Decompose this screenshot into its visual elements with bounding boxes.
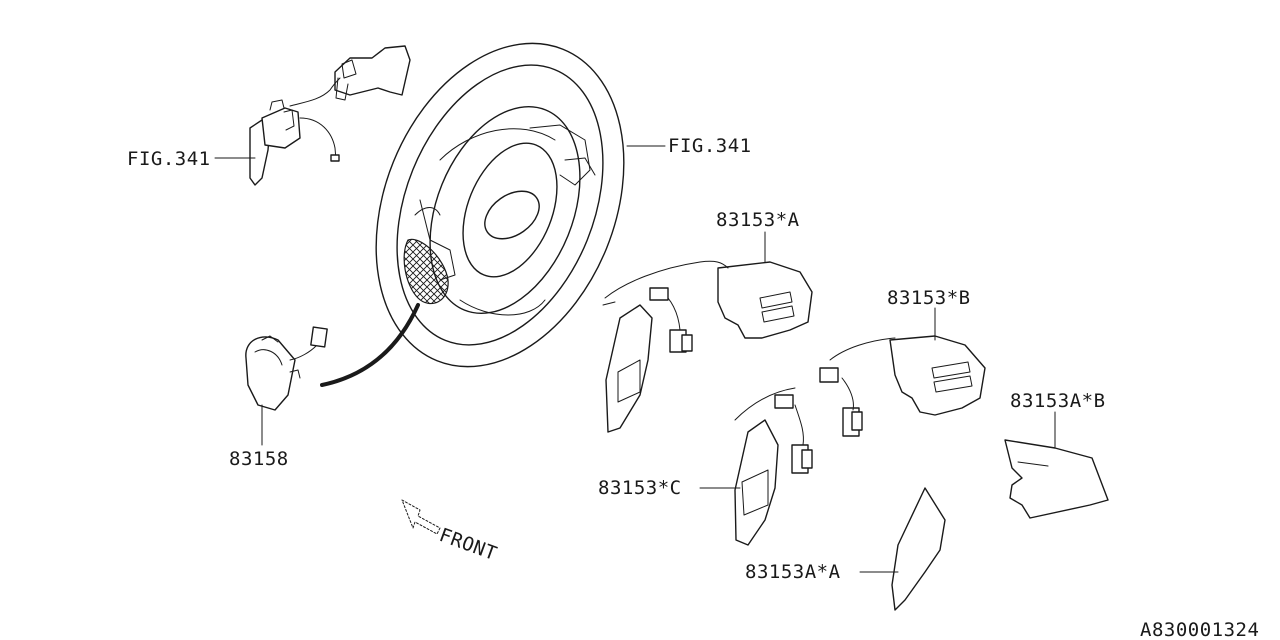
label-fig341-right: FIG.341 — [668, 135, 752, 157]
label-83153A-A: 83153A*A — [745, 561, 841, 583]
label-83153-C: 83153*C — [598, 477, 682, 499]
label-83153-B: 83153*B — [887, 287, 971, 309]
switch-83153-C — [734, 387, 813, 546]
cover-83153A-A — [891, 487, 946, 611]
clock-spring-83158 — [245, 326, 328, 411]
label-83158: 83158 — [229, 448, 289, 470]
cover-83153A-B — [1004, 439, 1109, 519]
label-fig341-left: FIG.341 — [127, 148, 211, 170]
switch-83153-A — [602, 260, 813, 433]
label-front: FRONT — [436, 524, 500, 565]
leader-lines — [214, 145, 1056, 573]
switch-83153-B — [819, 335, 986, 437]
combination-switch-assembly — [249, 45, 411, 186]
drawing-id: A830001324 — [1140, 619, 1259, 640]
steering-wheel — [320, 42, 625, 387]
front-arrow-icon — [401, 499, 441, 535]
label-83153-A: 83153*A — [716, 209, 800, 231]
label-83153A-B: 83153A*B — [1010, 390, 1106, 412]
